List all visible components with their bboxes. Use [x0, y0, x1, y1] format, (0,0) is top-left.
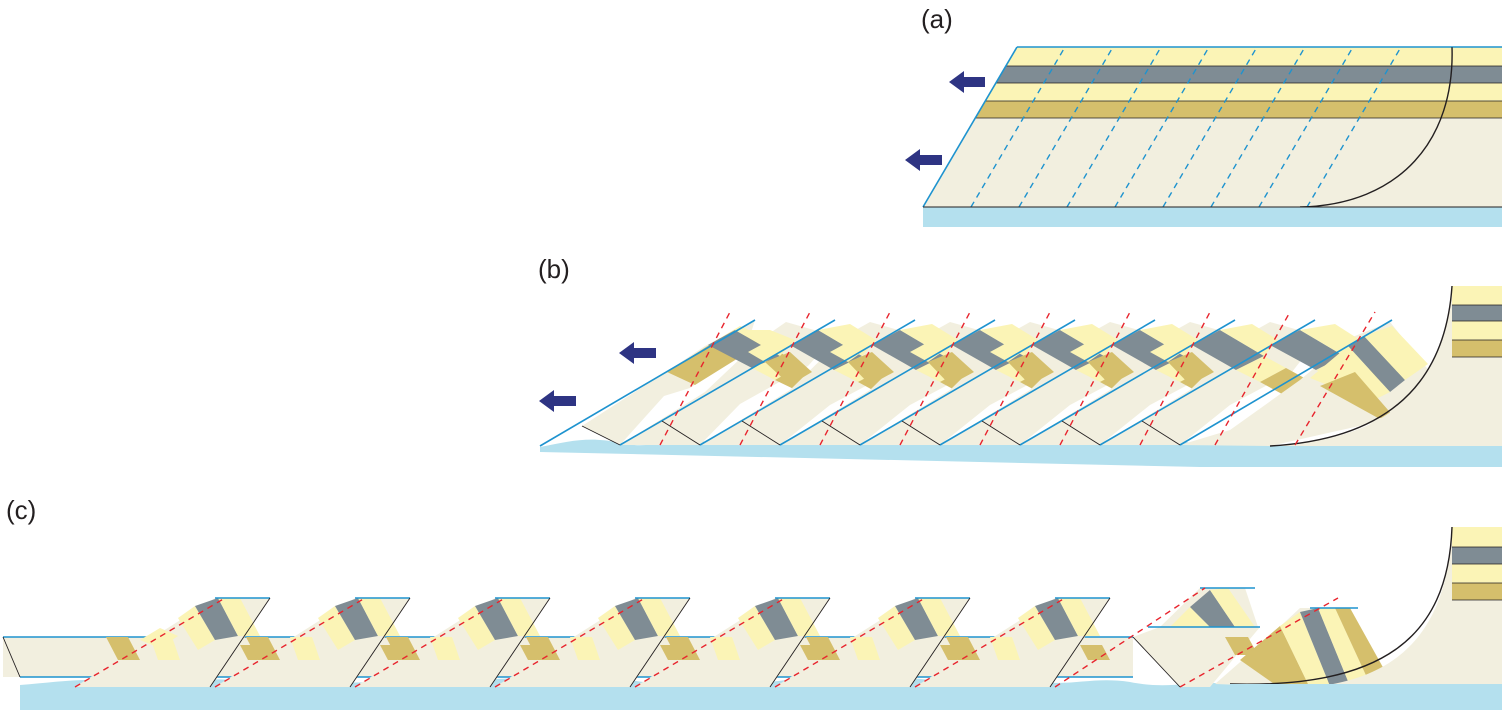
panel-c — [2, 526, 1502, 710]
incipient-faults — [970, 47, 1402, 207]
leading-fault — [922, 46, 1018, 208]
layer-gold — [923, 101, 1502, 118]
layer-grey — [923, 66, 1502, 83]
layer-light-top — [923, 47, 1502, 66]
headwall-block — [1269, 285, 1502, 447]
active-faults — [539, 319, 1393, 447]
left-arrow-icon — [905, 149, 942, 171]
listric-fault — [1269, 285, 1453, 447]
listric-fault — [1229, 526, 1453, 685]
detachment-layer — [540, 439, 1502, 467]
detachment-layer — [923, 207, 1502, 227]
antithetic-faults — [659, 311, 1376, 446]
block-tops — [215, 587, 1358, 628]
rotated-blocks — [75, 588, 1390, 688]
panel-a — [905, 46, 1502, 227]
panel-label-c: (c) — [6, 495, 37, 525]
panel-label-b: (b) — [538, 254, 570, 284]
panel-b — [539, 285, 1502, 467]
left-arrow-icon — [949, 71, 985, 93]
left-arrow-icon — [539, 390, 576, 412]
block-series — [700, 322, 1430, 446]
layer-light-middle — [923, 83, 1502, 101]
panel-label-a: (a) — [921, 4, 953, 34]
headwall-block — [1229, 526, 1502, 692]
listric-fault — [1299, 47, 1453, 207]
antithetic-faults — [74, 587, 1339, 688]
left-arrow-icon — [619, 342, 656, 364]
